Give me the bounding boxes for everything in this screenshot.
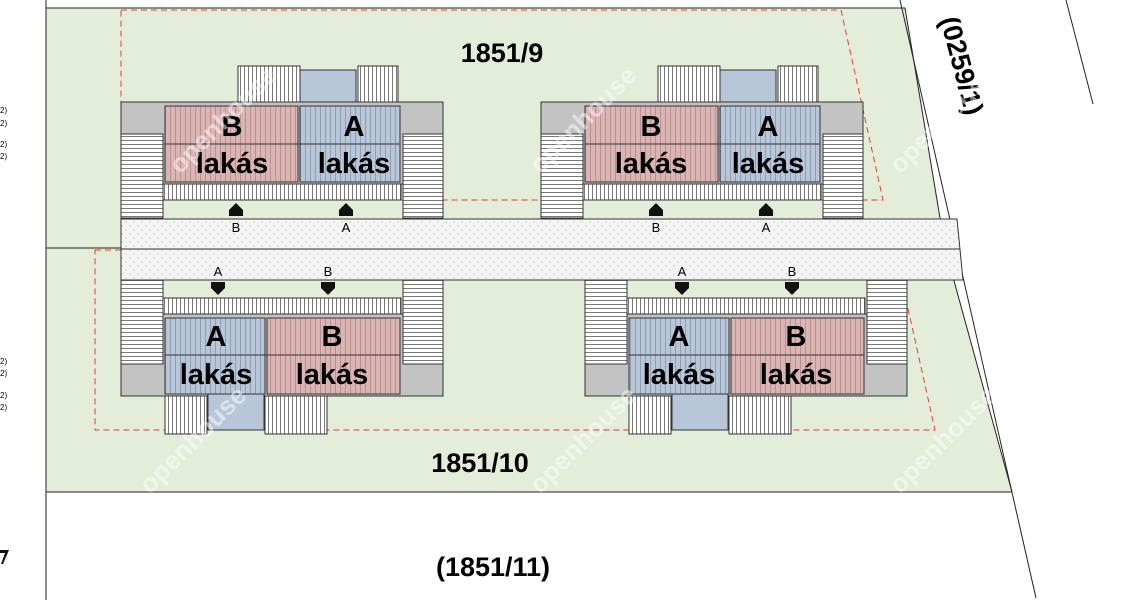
terrace-south <box>582 183 822 201</box>
entrance-label-b: B <box>788 264 797 279</box>
building-north-west: B lakás A lakás B A <box>120 65 444 235</box>
entry-porch <box>719 69 777 105</box>
parcel-label-middle: 1851/10 <box>431 448 529 478</box>
entrance-label-b: B <box>324 264 333 279</box>
unit-b-letter: B <box>641 111 662 143</box>
road-edge-east-2 <box>1065 0 1094 105</box>
entrance-arrow-icon <box>759 203 773 216</box>
unit-a-letter: A <box>344 111 365 143</box>
unit-a-letter: A <box>758 111 779 143</box>
margin-note: 2) <box>0 152 7 161</box>
building-north-east: B lakás A lakás B A <box>540 65 864 235</box>
entrance-label-b: B <box>652 220 661 235</box>
entry-porch <box>299 69 357 105</box>
entrance-label-a: A <box>214 264 223 279</box>
terrace-west <box>120 279 164 365</box>
margin-note: 2) <box>0 357 7 366</box>
terrace-east <box>402 133 444 219</box>
entrance-arrow-icon <box>785 282 799 295</box>
building-line-north <box>120 9 884 201</box>
road-edge-east-1 <box>899 0 1037 599</box>
unit-b-letter: B <box>222 111 243 143</box>
margin-note: 2) <box>0 119 7 128</box>
entrance-label-a: A <box>762 220 771 235</box>
margin-note: 2) <box>0 391 7 400</box>
terrace-north <box>626 297 866 315</box>
terrace-south <box>162 183 402 201</box>
terrace-east <box>866 279 908 365</box>
unit-a-word: lakás <box>318 148 391 180</box>
margin-note: 2) <box>0 403 7 412</box>
unit-a-letter: A <box>669 321 690 353</box>
unit-b-word: lakás <box>196 148 269 180</box>
unit-a-word: lakás <box>180 359 253 391</box>
unit-b-word: lakás <box>760 359 833 391</box>
unit-b-area <box>266 317 401 395</box>
unit-a-area <box>628 317 730 395</box>
entrance-arrow-icon <box>229 203 243 216</box>
entrance-label-a: A <box>678 264 687 279</box>
entrance-arrow-icon <box>321 282 335 295</box>
north-arrow-fragment-icon <box>0 550 9 564</box>
unit-b-letter: B <box>322 321 343 353</box>
entry-porch <box>207 393 265 431</box>
stair-north-left <box>657 65 721 105</box>
unit-a-word: lakás <box>643 359 716 391</box>
unit-a-area <box>164 317 266 395</box>
unit-a-word: lakás <box>732 148 805 180</box>
stair-north-right <box>357 65 399 105</box>
entrance-arrow-icon <box>649 203 663 216</box>
margin-note: 2) <box>0 369 7 378</box>
terrace-west <box>120 133 164 219</box>
parcel-label-north: 1851/9 <box>461 38 544 68</box>
unit-b-word: lakás <box>615 148 688 180</box>
stair-south-left <box>628 395 672 435</box>
entry-porch <box>671 393 729 431</box>
stair-south-right <box>264 395 328 435</box>
terrace-west <box>540 133 584 219</box>
unit-b-letter: B <box>786 321 807 353</box>
unit-a-letter: A <box>206 321 227 353</box>
stair-north-right <box>777 65 819 105</box>
entrance-label-a: A <box>342 220 351 235</box>
margin-note: 2) <box>0 140 7 149</box>
building-south-east: A lakás B lakás A B <box>584 264 908 435</box>
stair-south-right <box>728 395 792 435</box>
unit-b-area <box>730 317 865 395</box>
parcel-label-south: (1851/11) <box>436 552 550 582</box>
terrace-west <box>584 279 628 365</box>
unit-b-word: lakás <box>296 359 369 391</box>
terrace-east <box>822 133 864 219</box>
entrance-arrow-icon <box>211 282 225 295</box>
building-south-west: A lakás B lakás A B <box>120 264 444 435</box>
terrace-north <box>162 297 402 315</box>
terrace-east <box>402 279 444 365</box>
entrance-label-b: B <box>232 220 241 235</box>
stair-south-left <box>164 395 208 435</box>
margin-note: 2) <box>0 106 7 115</box>
entrance-arrow-icon <box>339 203 353 216</box>
entrance-arrow-icon <box>675 282 689 295</box>
